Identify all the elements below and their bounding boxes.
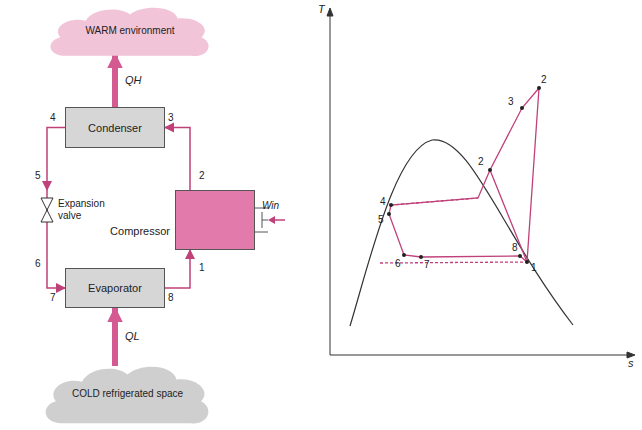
state-number: 7 [50,292,56,303]
node-label: Expansion valve [58,198,110,222]
cycle-points [387,86,541,264]
valve-symbol [40,190,54,230]
state-number: 4 [380,196,386,207]
state-number: 5 [378,214,384,225]
work-label: Win [262,200,279,211]
node-label: Evaporator [88,282,142,294]
state-number: 3 [168,112,174,123]
node-label: Compressor [110,225,170,237]
axis-label: s [628,358,634,369]
warm-cloud: WARM environment [45,2,215,60]
state-number: 7 [424,259,430,270]
node-label: COLD refrigerated space [72,388,183,400]
heat-label: QH [125,75,142,86]
compressor-box: Compressor [175,190,255,250]
ts-axes [327,8,635,358]
state-number: 6 [35,258,41,269]
state-number: 1 [199,262,205,273]
cold-cloud: COLD refrigerated space [40,360,215,428]
axis-label: T [318,4,325,15]
refrigerant-pipe [165,128,190,191]
work-arrow [268,216,285,224]
state-number: 4 [50,112,56,123]
refrigerant-pipe [165,250,190,288]
cycle-lines [380,88,539,263]
state-number: 8 [168,292,174,303]
node-label: Condenser [88,122,142,134]
state-number: 2 [478,156,484,167]
state-number: 2 [541,74,547,85]
refrigerant-pipe [47,230,65,288]
state-number: 6 [395,258,401,269]
heat-label: QL [125,331,140,342]
evaporator-box: Evaporator [65,268,165,308]
state-number: 5 [35,170,41,181]
piston [255,208,268,232]
heat-arrow [112,308,118,366]
state-number: 3 [508,96,514,107]
condenser-box: Condenser [65,107,165,148]
state-number: 2 [199,170,205,181]
state-number: 8 [512,242,518,253]
node-label: WARM environment [85,25,174,37]
saturation-dome [350,140,573,326]
expansion-valve: Expansion valve [40,190,112,230]
heat-arrow [112,54,118,107]
refrigerant-pipe [47,128,65,191]
state-number: 1 [531,262,537,273]
